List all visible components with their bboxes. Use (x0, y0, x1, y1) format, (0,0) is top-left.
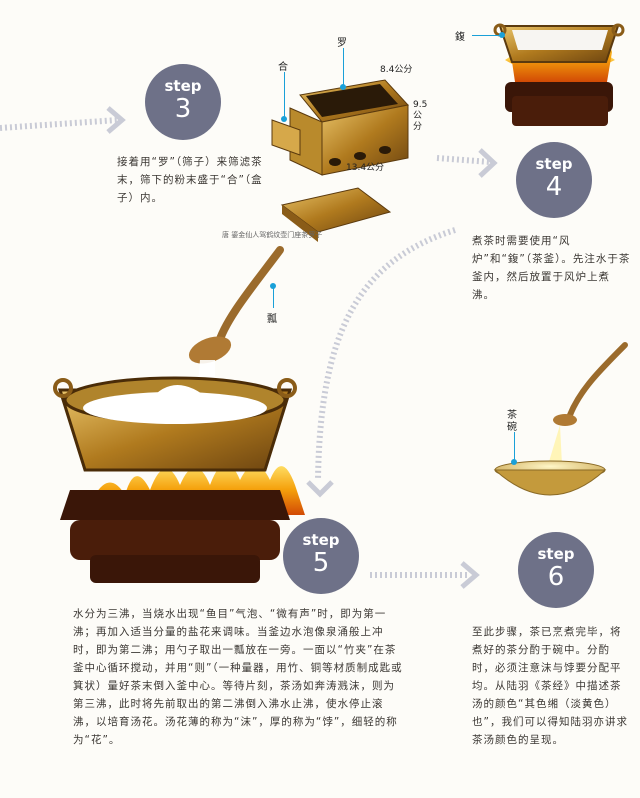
dimension-height: 9.5公分 (413, 100, 428, 132)
step-number: 5 (312, 548, 330, 578)
pointer-dot-chawan (511, 459, 517, 465)
step-3-text: 接着用“罗”（筛子）来筛滤茶末，筛下的粉末盛于“合”（盒子）内。 (117, 156, 263, 204)
step-number: 3 (174, 94, 192, 124)
pointer-luo (343, 48, 344, 88)
step-number: 4 (545, 172, 563, 202)
step-4-badge: step 4 (516, 142, 592, 218)
cauldron-large (53, 376, 305, 583)
label-luo: 罗 (337, 38, 347, 49)
step-6-text: 至此步骤，茶已烹煮完毕，将煮好的茶分酌于碗中。分酌时，必须注意沫与饽要分配平均。… (472, 626, 628, 746)
pointer-dot-luo (340, 84, 346, 90)
step-word: step (537, 545, 575, 563)
label-he: 合 (278, 62, 288, 73)
dimension-length: 13.4公分 (346, 163, 385, 173)
step-5-badge: step 5 (283, 518, 359, 594)
step-word: step (164, 77, 202, 95)
flow-arrows (0, 117, 491, 578)
step-4-text: 煮茶时需要使用“风炉”和“鍑”（茶釜）。先注水于茶釜内，然后放置于风炉上煮沸。 (472, 235, 631, 301)
pointer-dot-fu (499, 32, 505, 38)
step-6-badge: step 6 (518, 532, 594, 608)
dimension-width: 8.4公分 (380, 65, 413, 75)
label-piao: 瓢 (267, 314, 277, 325)
pointer-dot-piao (270, 283, 276, 289)
label-chawan: 茶碗 (507, 410, 517, 433)
step-word: step (535, 155, 573, 173)
step-5-text: 水分为三沸，当烧水出现“鱼目”气泡、“微有声”时，即为第一沸；再加入适当分量的盐… (73, 608, 403, 746)
step-number: 6 (547, 562, 565, 592)
label-fu: 鍑 (455, 32, 465, 43)
tea-sieve-box (271, 79, 409, 242)
cauldron-small (493, 23, 625, 126)
pointer-fu (472, 35, 502, 36)
pointer-dot-he (281, 116, 287, 122)
tea-bowl (493, 342, 628, 496)
pointer-chawan (514, 432, 515, 462)
step-3-badge: step 3 (145, 64, 221, 140)
artifact-caption: 唐 鎏金仙人驾鹤纹壶门座茶罗子 (222, 231, 323, 239)
step-word: step (302, 531, 340, 549)
pointer-piao (273, 286, 274, 308)
pointer-he (284, 72, 285, 120)
